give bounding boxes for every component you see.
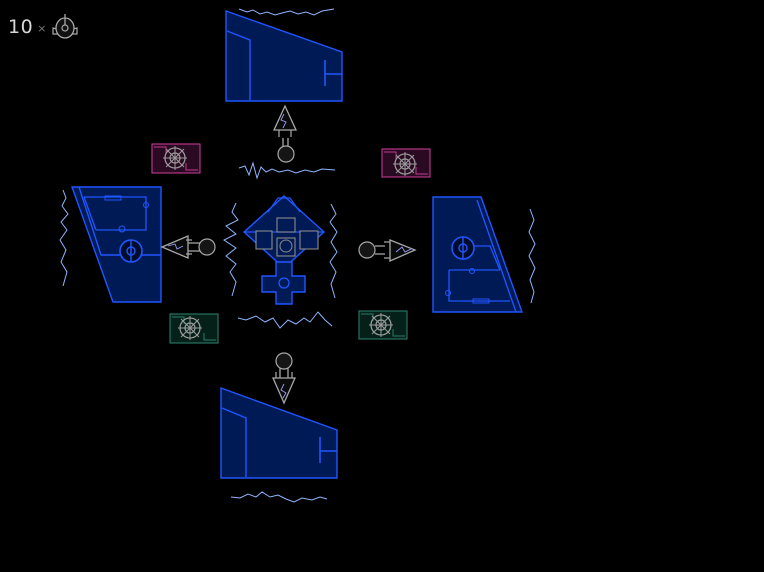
ship-west[interactable]: [160, 202, 239, 297]
turret-left[interactable]: [59, 186, 162, 303]
ship-east[interactable]: [358, 239, 417, 262]
ship-north[interactable]: [238, 104, 336, 180]
turret-right[interactable]: [432, 196, 536, 313]
ship-south[interactable]: [272, 352, 296, 405]
hud-ship-counter: 10 ×: [8, 12, 81, 42]
gear-module-bottom-right[interactable]: [358, 310, 408, 340]
multiplier-sign: ×: [37, 22, 47, 35]
ship-count: 10: [8, 16, 34, 38]
central-core[interactable]: [237, 195, 338, 329]
ship-icon: [52, 14, 79, 39]
gear-module-bottom-left[interactable]: [169, 313, 219, 344]
turret-bottom[interactable]: [220, 387, 338, 503]
gear-module-top-left[interactable]: [151, 143, 201, 174]
gear-module-top-right[interactable]: [381, 148, 431, 178]
turret-top[interactable]: [225, 8, 343, 102]
